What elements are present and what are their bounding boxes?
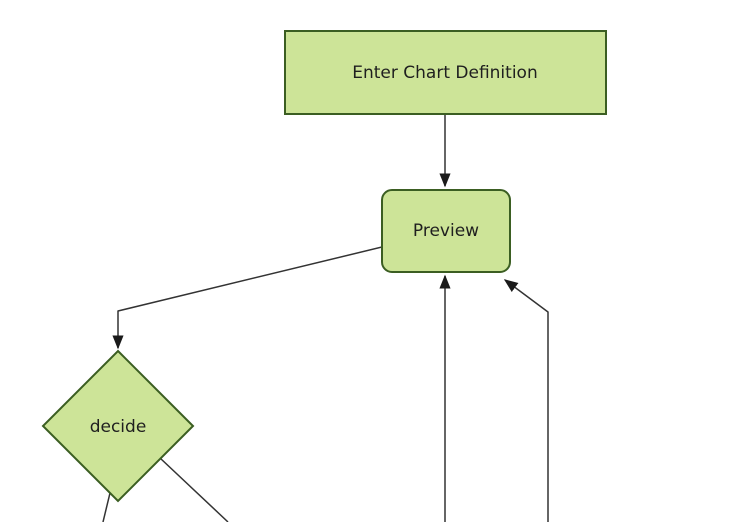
node-decide-label: decide — [90, 417, 147, 437]
node-decide-shape — [41, 349, 195, 503]
node-preview-label: Preview — [413, 221, 479, 241]
node-enter-chart-definition: Enter Chart Definition — [284, 30, 607, 115]
node-enter-chart-definition-label: Enter Chart Definition — [352, 63, 537, 83]
node-preview: Preview — [381, 189, 511, 273]
node-enter-chart-definition-shape — [284, 30, 607, 115]
edge-decide-to-offscreen-right — [159, 457, 229, 522]
edge-offscreen-to-preview-corner — [503, 279, 549, 522]
node-decide: decide — [41, 349, 195, 503]
node-preview-shape — [381, 189, 511, 273]
edge-preview-to-decide — [112, 246, 383, 350]
edge-decide-to-offscreen-left — [102, 492, 111, 522]
